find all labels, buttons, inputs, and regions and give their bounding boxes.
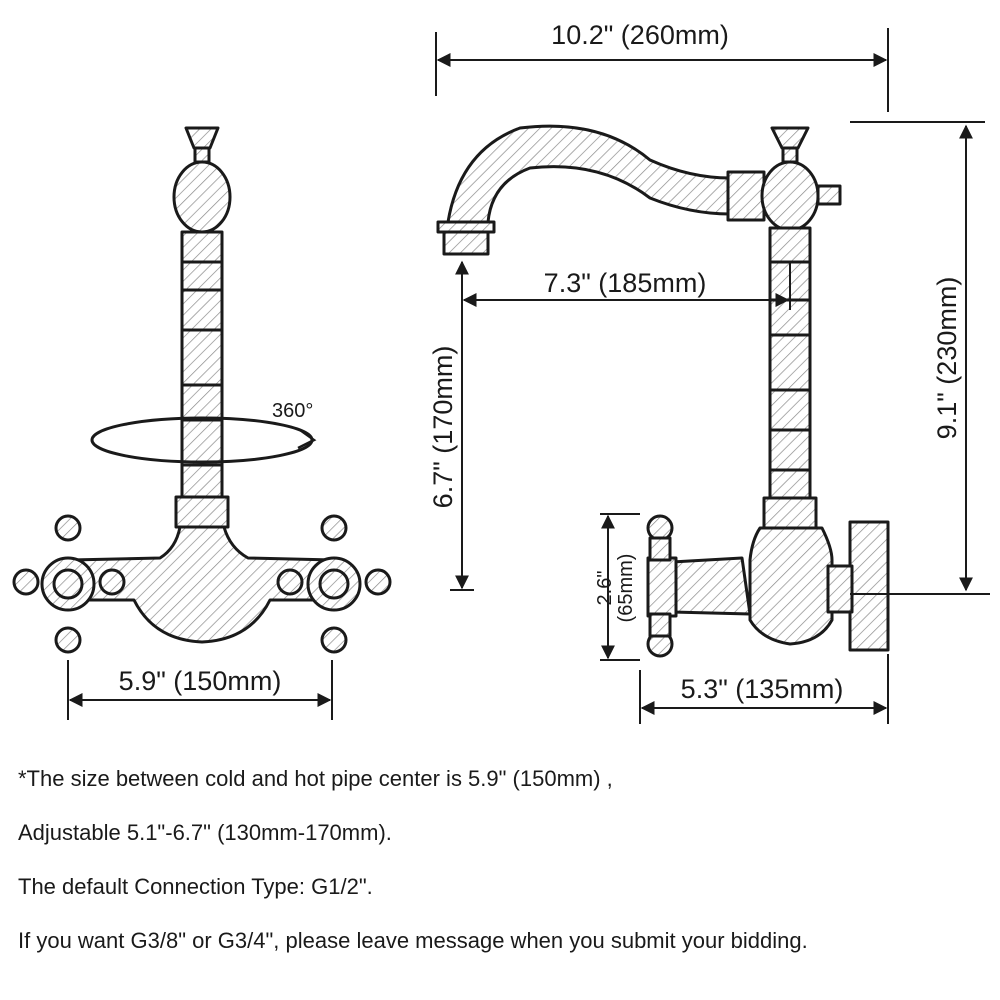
note-default-connection: The default Connection Type: G1/2". [18,874,373,899]
side-body [748,526,834,646]
front-top-knob [184,126,220,150]
side-handle-hub [646,556,678,618]
rotation-label: 360° [272,400,313,422]
front-top-dome [172,160,232,234]
total-height-label: 9.1" (230mm) [932,277,962,440]
depth-label: 5.3" (135mm) [681,674,844,704]
side-knob-neck [781,146,799,164]
faucet-diagram: 360° 5.9" (150mm) [12,20,990,724]
side-pipe [670,556,752,616]
spout-height-label: 6.7" (170mm) [428,346,458,509]
side-lever [816,184,842,206]
notes-block: *The size between cold and hot pipe cent… [18,752,988,968]
top-width-label: 10.2" (260mm) [551,20,729,50]
side-connector [826,564,854,614]
side-collar [762,496,818,530]
side-valve-dome [760,160,820,232]
left-cross-handle [12,514,126,654]
right-cross-handle [276,514,392,654]
side-wall-plate [848,520,890,652]
front-column [180,230,224,499]
center-distance-label: 5.9" (150mm) [119,666,282,696]
note-pipe-center: *The size between cold and hot pipe cent… [18,766,613,791]
spout-nozzle [442,230,490,256]
spout-reach-label: 7.3" (185mm) [544,268,707,298]
side-spout [446,124,732,224]
handle-height-in-label: 2.6" [594,571,616,606]
front-collar [174,495,230,529]
handle-height-mm-label: (65mm) [615,554,637,623]
front-body [68,525,336,644]
front-view: 360° 5.9" (150mm) [12,126,392,720]
note-adjustable-range: Adjustable 5.1"-6.7" (130mm-170mm). [18,820,392,845]
side-top-knob [770,126,810,150]
note-alternate-connection: If you want G3/8" or G3/4", please leave… [18,928,808,953]
side-valve-ring [726,170,766,222]
front-knob-neck [193,146,211,164]
side-view: 10.2" (260mm) 7.3" (185mm) 6.7" (170mm) … [428,20,990,724]
